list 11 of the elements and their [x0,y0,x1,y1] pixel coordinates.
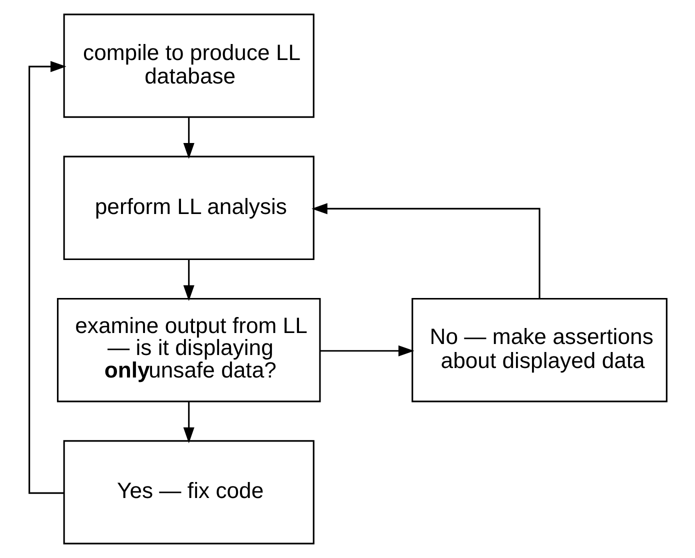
node-box: No — make assertions about displayed data [411,298,667,402]
arrow [28,61,66,494]
arrow [182,260,194,302]
node-box: perform LL analysis [62,156,314,260]
node-box: Yes — fix code [62,440,314,544]
node-box: compile to produce LL database [62,14,314,118]
arrow [182,117,194,159]
arrow [311,203,540,299]
node-box: examine output from LL — is it displaying onlyunsafe data? [56,298,320,402]
arrow [182,402,194,444]
arrow [320,345,414,356]
